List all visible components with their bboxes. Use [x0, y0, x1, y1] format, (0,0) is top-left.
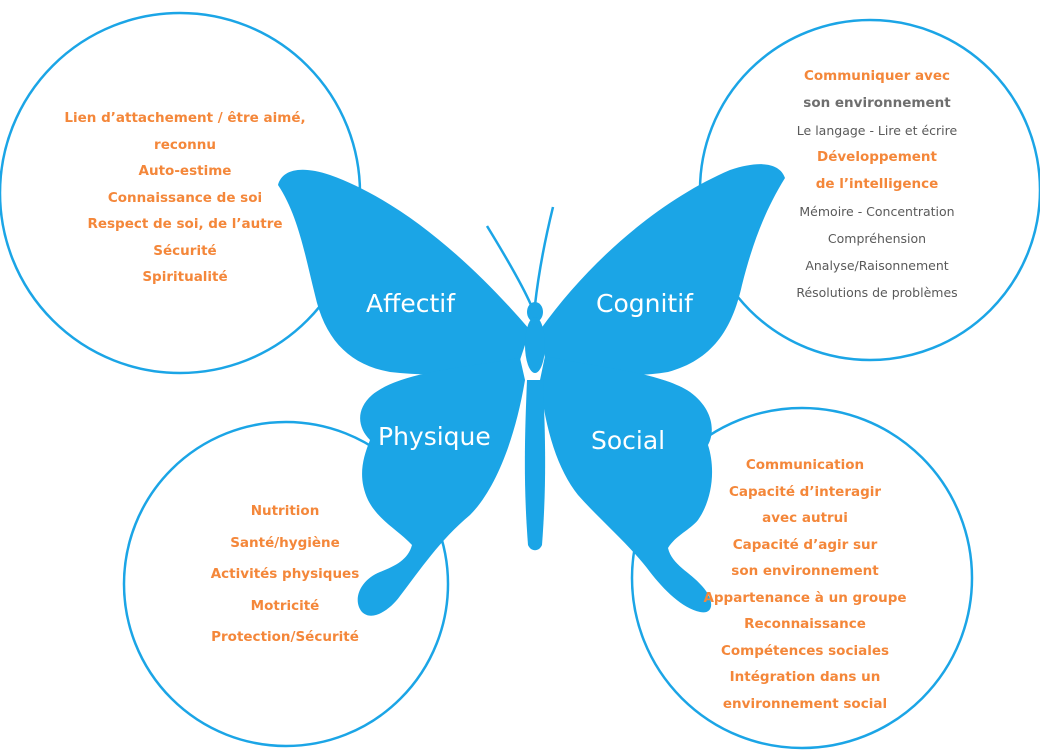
social-item: avec autrui	[762, 510, 848, 526]
affectif-list: Lien d’attachement / être aimé, reconnu …	[40, 105, 330, 291]
physique-item: Protection/Sécurité	[211, 629, 359, 645]
social-item: Communication	[745, 457, 865, 473]
physique-circle	[122, 420, 450, 748]
cognitif-item: son environnement	[803, 95, 951, 111]
cognitif-item: Communiquer avec	[803, 68, 951, 84]
physique-list: Nutrition Santé/hygiène Activités physiq…	[170, 496, 400, 654]
physique-label: Physique	[378, 422, 491, 451]
affectif-item: Respect de soi, de l’autre	[87, 216, 283, 232]
social-item: Intégration dans un	[729, 669, 881, 685]
cognitif-item: Analyse/Raisonnement	[805, 258, 949, 273]
social-item: son environnement	[731, 563, 879, 579]
social-item: Appartenance à un groupe	[703, 589, 907, 606]
social-item: environnement social	[722, 695, 888, 712]
social-item: Capacité d’interagir	[728, 483, 882, 500]
cognitif-item: Résolutions de problèmes	[796, 285, 958, 300]
physique-item: Activités physiques	[210, 566, 360, 582]
social-item: Compétences sociales	[720, 642, 890, 659]
affectif-item: Spiritualité	[142, 269, 228, 285]
butterfly-icon	[278, 164, 785, 616]
cognitif-item: Le langage - Lire et écrire	[796, 123, 958, 138]
physique-item: Santé/hygiène	[230, 534, 340, 551]
affectif-item: reconnu	[154, 136, 216, 153]
affectif-item: Lien d’attachement / être aimé,	[64, 110, 306, 126]
affectif-item: Auto-estime	[138, 163, 232, 179]
cognitif-item: de l’intelligence	[815, 176, 939, 192]
affectif-label: Affectif	[366, 289, 456, 318]
physique-item: Nutrition	[250, 503, 320, 519]
social-label: Social	[591, 426, 666, 455]
affectif-item: Sécurité	[153, 242, 217, 259]
social-list: Communication Capacité d’interagir avec …	[680, 452, 930, 717]
affectif-item: Connaissance de soi	[107, 189, 263, 206]
cognitif-item: Développement	[817, 149, 937, 165]
social-circle	[630, 406, 974, 750]
cognitif-item: Compréhension	[827, 231, 927, 246]
cognitif-item: Mémoire - Concentration	[799, 204, 955, 219]
social-item: Capacité d’agir sur	[732, 536, 878, 553]
cognitif-list: Communiquer avec son environnement Le la…	[742, 63, 1012, 306]
cognitif-label: Cognitif	[596, 289, 693, 318]
physique-item: Motricité	[250, 597, 320, 614]
social-item: Reconnaissance	[744, 616, 866, 632]
